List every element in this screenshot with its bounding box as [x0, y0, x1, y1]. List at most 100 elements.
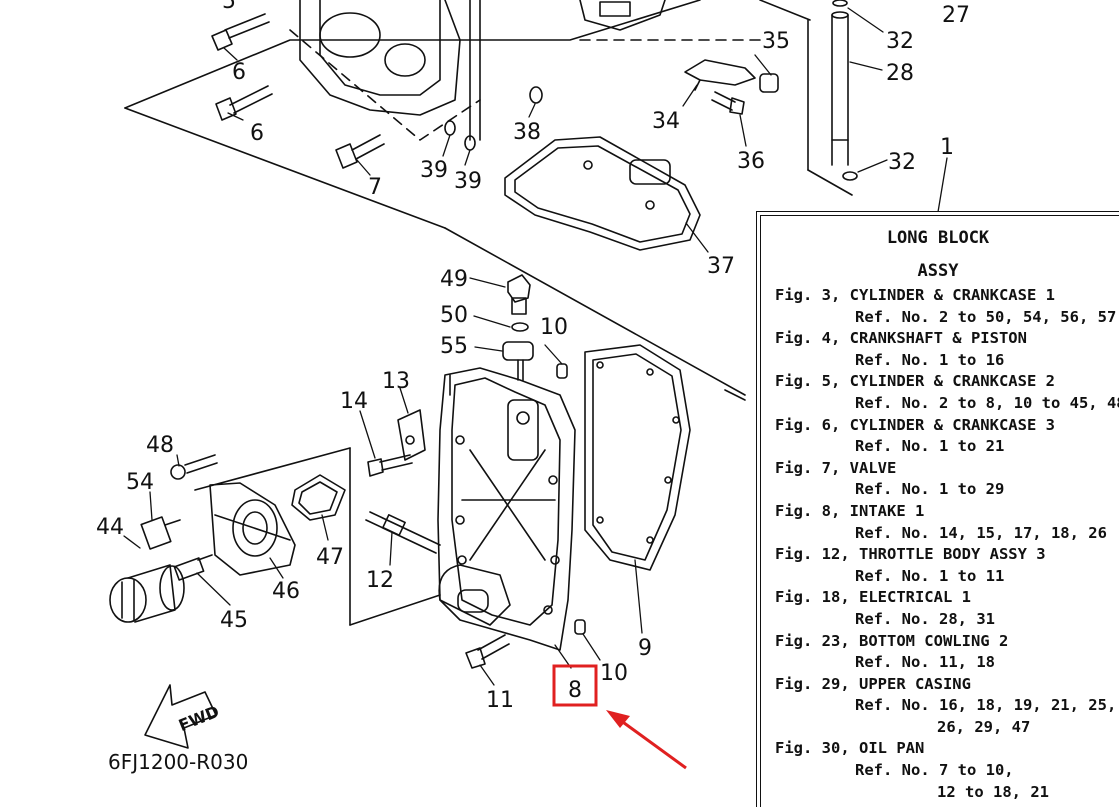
- legend-ref-4: Ref. No. 1 to 16: [855, 350, 1005, 369]
- cylinder-block-fragment: [299, 0, 666, 116]
- legend-ref-29: Ref. No. 16, 18, 19, 21, 25,: [855, 696, 1117, 715]
- sender-54: [140, 516, 181, 550]
- legend-fig-30: Fig. 30, OIL PAN: [775, 739, 925, 758]
- legend-ref-30-cont: 12 to 18, 21: [937, 782, 1049, 801]
- dowel-10b: [574, 619, 586, 635]
- legend-fig-6: Fig. 6, CYLINDER & CRANKCASE 3: [775, 415, 1055, 434]
- callout-54: 54: [126, 470, 154, 495]
- callout-9: 9: [638, 636, 652, 661]
- callout-11: 11: [486, 688, 514, 713]
- cap-49: [507, 274, 531, 315]
- highlight-arrow-head-icon: [606, 710, 630, 728]
- callout-8: 8: [568, 678, 582, 703]
- legend-panel: LONG BLOCK ASSY Fig. 3, CYLINDER & CRANK…: [756, 211, 1119, 807]
- callout-50: 50: [440, 303, 468, 328]
- callout-6a: 6: [232, 60, 246, 85]
- gasket-47: [291, 474, 346, 521]
- callout-numbers: 5 6 6 7 39 39 38 35 34 36 37 27 32 28 32…: [96, 0, 970, 713]
- legend-ref-7: Ref. No. 1 to 29: [855, 480, 1005, 499]
- legend-ref-5: Ref. No. 2 to 8, 10 to 45, 48: [855, 393, 1119, 412]
- callout-1: 1: [940, 135, 954, 160]
- dipstick-guide-28: [831, 11, 849, 166]
- callout-35: 35: [762, 29, 790, 54]
- legend-fig-7: Fig. 7, VALVE: [775, 458, 897, 477]
- legend-fig-29: Fig. 29, UPPER CASING: [775, 674, 971, 693]
- main-housing-outline: [194, 389, 746, 626]
- gasket-9: [584, 344, 691, 571]
- legend-ref-3: Ref. No. 2 to 50, 54, 56, 57: [855, 307, 1117, 326]
- bolt-48: [170, 454, 218, 480]
- union-45: [173, 554, 213, 581]
- legend-fig-3: Fig. 3, CYLINDER & CRANKCASE 1: [775, 286, 1055, 304]
- legend-title-line1: LONG BLOCK: [886, 228, 990, 248]
- clamp-55: [502, 341, 534, 381]
- callout-44: 44: [96, 515, 124, 540]
- cover-46: [209, 482, 296, 576]
- drawing-code: 6FJ1200-R030: [108, 750, 248, 774]
- legend-list: Fig. 3, CYLINDER & CRANKCASE 1 Ref. No. …: [775, 285, 1119, 803]
- legend-fig-12: Fig. 12, THROTTLE BODY ASSY 3: [775, 545, 1046, 564]
- leader-lines: [123, 7, 948, 686]
- callout-10b: 10: [600, 661, 628, 686]
- bolt-14: [367, 454, 413, 477]
- gasket-37: [504, 136, 701, 251]
- callout-48: 48: [146, 433, 174, 458]
- legend-title: LONG BLOCK ASSY: [757, 222, 1119, 288]
- callout-13: 13: [382, 369, 410, 394]
- legend-title-line2: ASSY: [917, 261, 959, 281]
- bolt-36: [711, 91, 745, 115]
- ring-32a: [832, 0, 848, 7]
- legend-fig-5: Fig. 5, CYLINDER & CRANKCASE 2: [775, 372, 1055, 391]
- callout-32a: 32: [886, 29, 914, 54]
- callout-5: 5: [222, 0, 236, 14]
- callout-37: 37: [707, 254, 735, 279]
- legend-ref-23: Ref. No. 11, 18: [855, 653, 995, 672]
- callout-12: 12: [366, 568, 394, 593]
- legend-ref-12: Ref. No. 1 to 11: [855, 566, 1005, 585]
- legend-ref-6: Ref. No. 1 to 21: [855, 437, 1005, 456]
- bolt-5: [211, 13, 270, 51]
- callout-46: 46: [272, 579, 300, 604]
- callout-10a: 10: [540, 315, 568, 340]
- callout-14: 14: [340, 389, 368, 414]
- callout-55: 55: [440, 334, 468, 359]
- legend-ref-18: Ref. No. 28, 31: [855, 609, 995, 628]
- upper-assembly-outline: [124, 0, 853, 396]
- callout-27: 27: [942, 3, 970, 28]
- highlight-arrow-shaft: [619, 718, 687, 770]
- callout-32b: 32: [888, 150, 916, 175]
- highlight-annotation: [552, 664, 687, 770]
- cap-35: [759, 73, 779, 93]
- legend-fig-4: Fig. 4, CRANKSHAFT & PISTON: [775, 329, 1027, 348]
- callout-39a: 39: [420, 158, 448, 183]
- legend-ref-29-cont: 26, 29, 47: [937, 717, 1031, 736]
- callout-49: 49: [440, 267, 468, 292]
- oil-filter-44: [109, 564, 185, 623]
- o-ring-39a: [444, 120, 456, 136]
- o-ring-50: [511, 322, 529, 332]
- callout-7: 7: [368, 175, 382, 200]
- bracket-34: [684, 59, 756, 91]
- callout-47: 47: [316, 545, 344, 570]
- legend-fig-18: Fig. 18, ELECTRICAL 1: [775, 588, 971, 607]
- ring-32b: [842, 171, 858, 181]
- callout-6b: 6: [250, 121, 264, 146]
- callout-39b: 39: [454, 169, 482, 194]
- stud-12: [365, 511, 441, 554]
- callout-45: 45: [220, 608, 248, 633]
- legend-fig-23: Fig. 23, BOTTOM COWLING 2: [775, 631, 1009, 650]
- bolt-6a: [215, 85, 273, 121]
- legend-ref-8: Ref. No. 14, 15, 17, 18, 26: [855, 523, 1107, 542]
- legend-fig-8: Fig. 8, INTAKE 1: [775, 501, 925, 520]
- legend-ref-30: Ref. No. 7 to 10,: [855, 761, 1014, 780]
- callout-38: 38: [513, 120, 541, 145]
- bolt-11: [465, 634, 510, 669]
- fwd-arrow-icon: FWD: [144, 684, 222, 749]
- bolt-7: [335, 134, 385, 169]
- cylinder-block-8: [437, 367, 576, 651]
- callout-28: 28: [886, 61, 914, 86]
- callout-36: 36: [737, 149, 765, 174]
- plate-13: [397, 409, 426, 461]
